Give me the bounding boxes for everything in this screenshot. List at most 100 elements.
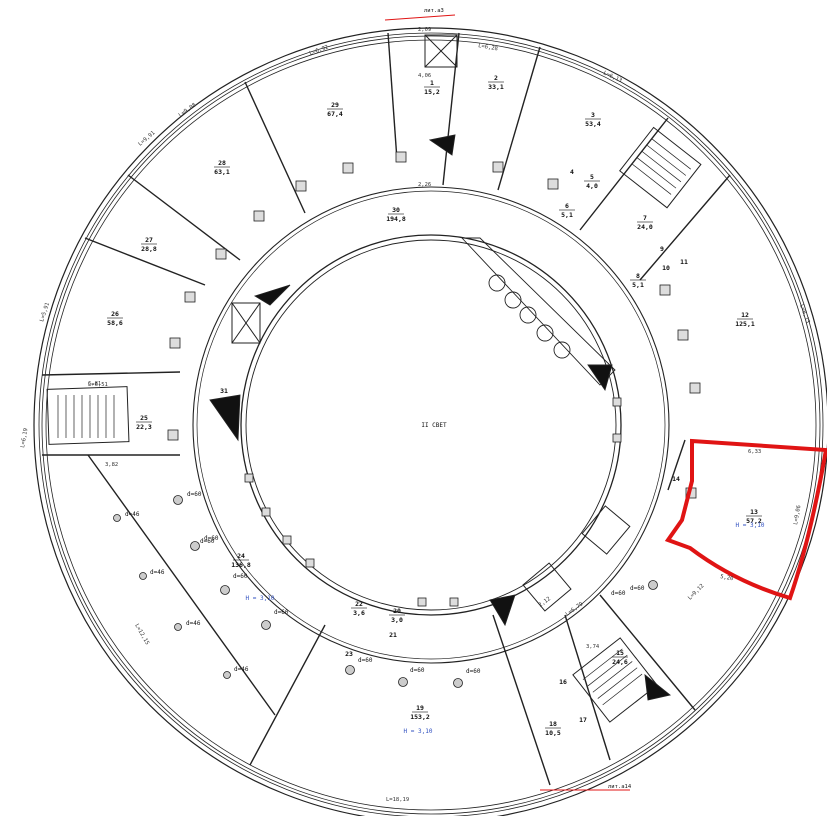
dimension-label: 6,33	[748, 449, 761, 455]
room-27-number: 27	[145, 236, 153, 244]
room-24-area: 136,8	[231, 561, 251, 569]
dimension-label: L=6,19	[20, 428, 29, 449]
height-note-13: H = 3,10	[736, 522, 765, 529]
height-notes: H = 3,10 H = 3,10 H = 3,10	[246, 522, 765, 735]
column-note: d=60	[358, 657, 373, 664]
dimension-label: 5,20	[720, 574, 734, 582]
column-note: d=60	[204, 535, 219, 542]
column-note: d=60	[187, 491, 202, 498]
room-23-number: 23	[345, 650, 353, 658]
outer-wall	[33, 27, 827, 816]
room-20-area: 3,0	[391, 616, 403, 624]
room-3-area: 53,4	[585, 120, 601, 128]
centre-label: II СВЕТ	[421, 422, 447, 429]
room-3-number: 3	[591, 111, 595, 119]
dimension-label: 2,26	[418, 182, 431, 188]
dimension-label: L=6,28	[478, 43, 499, 52]
room-15-number: 15	[616, 649, 624, 657]
column-note: d=46	[125, 511, 140, 518]
room-28-area: 63,1	[214, 168, 230, 176]
room-28-number: 28	[218, 159, 226, 167]
column-note: d=60	[233, 573, 248, 580]
room-8-area: 5,1	[632, 281, 644, 289]
room-13-number: 13	[750, 508, 758, 516]
column-note: d=60	[611, 590, 626, 597]
room-30-number: 30	[392, 206, 400, 214]
room-5-number: 5	[590, 173, 594, 181]
room-1-area: 15,2	[424, 88, 440, 96]
column-note: d=60	[200, 538, 215, 545]
column-note: d=46	[150, 569, 165, 576]
room-18-number: 18	[549, 720, 557, 728]
room-29-area: 67,4	[327, 110, 343, 118]
height-note-24: H = 3,10	[246, 595, 275, 602]
room-1-number: 1	[430, 79, 434, 87]
room-25-number: 25	[140, 414, 148, 422]
column-notes: d=60d=60d=60d=60d=60d=60d=46d=46d=46d=46…	[125, 491, 645, 675]
section-marks: лит.а3 лит.а14	[384, 8, 632, 791]
room-11-number: 11	[680, 258, 688, 266]
room-19-number: 19	[416, 704, 424, 712]
room-10-number: 10	[662, 264, 670, 272]
round-columns	[113, 495, 658, 688]
column-note: d=60	[630, 585, 645, 592]
room-2-number: 2	[494, 74, 498, 82]
dimension-label: L=9,91	[137, 130, 156, 147]
room-17-number: 17	[579, 716, 587, 724]
room-6-area: 5,1	[561, 211, 573, 219]
room-22-number: 22	[355, 600, 363, 608]
column-note: d=46	[234, 666, 249, 673]
room-22-area: 3,6	[353, 609, 365, 617]
column-note: d=60	[410, 667, 425, 674]
dimension-label: 2,09	[418, 27, 431, 33]
room-16-number: 16	[559, 678, 567, 686]
room-30-area: 194,8	[386, 215, 406, 223]
room-19-area: 153,2	[410, 713, 430, 721]
room-5-area: 4,0	[586, 182, 598, 190]
dimension-label: L=6,51	[88, 382, 108, 388]
dimension-label: 6,81	[88, 381, 101, 387]
section-mark-top: лит.а3	[424, 8, 444, 14]
room-9-number: 9	[660, 245, 664, 253]
room-26-number: 26	[111, 310, 119, 318]
room-4-number: 4	[570, 168, 574, 176]
room-29-number: 29	[331, 101, 339, 109]
room-13-area: 57,2	[746, 517, 762, 525]
room-27-area: 28,8	[141, 245, 157, 253]
dimension-label: 3,82	[105, 462, 118, 468]
stair-cores	[46, 34, 702, 723]
dimension-label: L=12,15	[133, 623, 150, 646]
column-note: d=46	[186, 620, 201, 627]
columns	[167, 151, 701, 607]
room-8-number: 8	[636, 272, 640, 280]
room-7-area: 24,0	[637, 223, 653, 231]
room-26-area: 58,6	[107, 319, 123, 327]
column-note: d=60	[274, 609, 289, 616]
room-6-number: 6	[565, 202, 569, 210]
room-31-number: 31	[220, 387, 228, 395]
room-25-area: 22,3	[136, 423, 152, 431]
room-15-area: 24,6	[612, 658, 628, 666]
room-12-number: 12	[741, 311, 749, 319]
atrium-stair	[209, 134, 672, 701]
dimension-label: L=9,12	[687, 583, 705, 601]
room-21-number: 21	[389, 631, 397, 639]
corridor-walls	[192, 186, 670, 664]
dimension-label: L=18,19	[386, 797, 409, 803]
dimension-label: L=5,91	[39, 302, 51, 323]
room-7-number: 7	[643, 214, 647, 222]
dimension-label: 3,74	[586, 644, 600, 650]
room-12-area: 125,1	[735, 320, 755, 328]
room-20-number: 20	[393, 607, 401, 615]
partition-walls	[41, 32, 731, 786]
highlighted-unit-13-outline[interactable]	[664, 438, 827, 601]
height-note-19: H = 3,10	[404, 728, 433, 735]
room-14-number: 14	[672, 475, 680, 483]
dimension-label: 4,06	[418, 73, 431, 79]
dimension-label: L=9,06	[793, 505, 802, 526]
room-2-area: 33,1	[488, 83, 504, 91]
column-note: d=60	[466, 668, 481, 675]
room-24-number: 24	[237, 552, 245, 560]
